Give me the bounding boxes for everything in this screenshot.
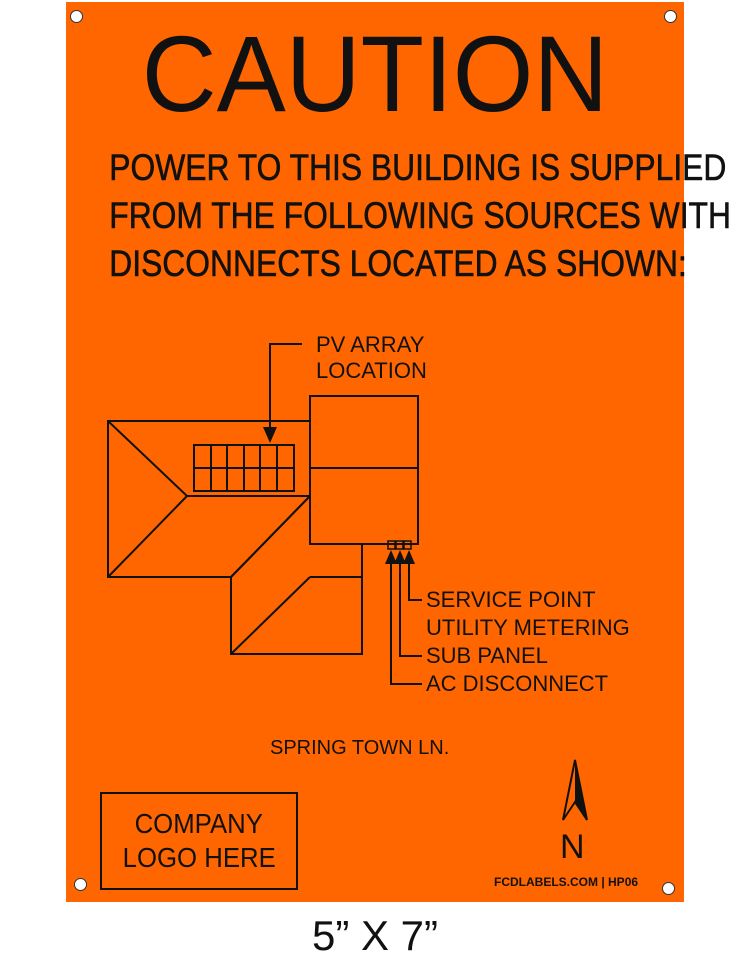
subtitle-line: POWER TO THIS BUILDING IS SUPPLIED [109,147,727,189]
equipment-box [395,540,404,550]
legend-service-point: SERVICE POINT [426,587,596,612]
mounting-hole-top-left [70,10,83,23]
logo-line: LOGO HERE [122,842,276,873]
roof-hip-line [107,420,188,497]
legend-ac-disconnect: AC DISCONNECT [426,671,609,696]
subtitle-line: FROM THE FOLLOWING SOURCES WITH [109,195,731,237]
roof-valley-line [230,576,311,655]
size-label: 5” X 7” [311,912,439,959]
arrow-head [403,550,415,564]
mounting-hole-top-right [664,10,677,23]
subtitle-line: DISCONNECTS LOCATED AS SHOWN: [109,243,687,285]
pv-leader-line [269,343,302,432]
north-arrow-half [575,760,587,820]
pv-array-label: PV ARRAY LOCATION [316,332,427,384]
legend-sub-panel: SUB PANEL [426,643,548,668]
product-code: FCDLABELS.COM | HP06 [494,875,639,889]
legend-utility-metering: UTILITY METERING [426,615,630,640]
sign-title: CAUTION [141,13,609,134]
roof-lower-wing [230,493,363,655]
leader-sub-panel [399,558,422,657]
pv-arrow-head [263,427,277,443]
logo-line: COMPANY [134,808,264,839]
north-label: N [560,828,585,866]
sign-subtitle: POWER TO THIS BUILDING IS SUPPLIED FROM … [66,144,731,288]
pv-label-line: LOCATION [316,358,427,383]
mounting-hole-bottom-right [662,882,675,895]
equipment-box [403,540,412,550]
leader-service-point [408,558,422,601]
arrow-head [385,550,397,564]
mounting-hole-bottom-left [74,878,87,891]
site-diagram [107,343,588,821]
caution-sign: CAUTION POWER TO THIS BUILDING IS SUPPLI… [66,2,731,902]
company-logo-placeholder: COMPANY LOGO HERE [100,792,298,890]
arrow-head [394,550,406,564]
pv-label-line: PV ARRAY [316,332,425,357]
street-label: SPRING TOWN LN. [270,737,450,759]
leader-ac-disconnect [390,558,422,685]
roof-hip-line [107,495,188,578]
equipment-box [387,540,396,550]
roof-right-outline [309,395,419,545]
